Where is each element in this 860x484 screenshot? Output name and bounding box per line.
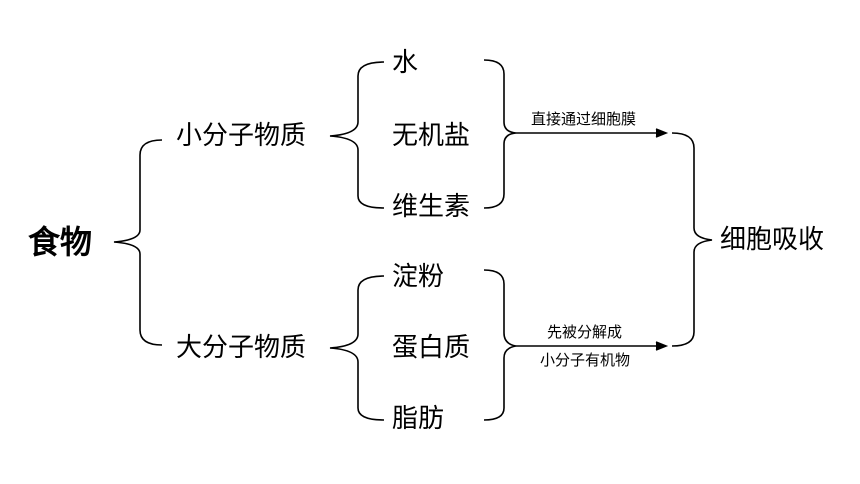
item-fat: 脂肪 bbox=[392, 404, 445, 434]
direct-pass-label: 直接通过细胞膜 bbox=[531, 110, 637, 128]
item-water: 水 bbox=[392, 48, 419, 78]
large-molecule-brace bbox=[329, 275, 385, 421]
top-arrow-head bbox=[655, 128, 669, 138]
item-vitamin: 维生素 bbox=[392, 192, 471, 222]
root-label: 食物 bbox=[28, 223, 93, 261]
item-inorganic-salt: 无机盐 bbox=[392, 121, 471, 151]
bottom-arrow-head bbox=[655, 341, 669, 351]
small-molecule-brace bbox=[329, 61, 385, 209]
large-molecule-label: 大分子物质 bbox=[176, 333, 307, 363]
item-protein: 蛋白质 bbox=[392, 333, 471, 363]
small-molecule-label: 小分子物质 bbox=[176, 121, 307, 151]
result-brace bbox=[671, 132, 713, 347]
item-starch: 淀粉 bbox=[392, 262, 445, 292]
root-brace bbox=[113, 139, 163, 346]
small-organic-label: 小分子有机物 bbox=[540, 351, 631, 369]
decompose-label: 先被分解成 bbox=[547, 323, 623, 341]
small-items-right-brace bbox=[483, 59, 517, 209]
large-items-right-brace bbox=[483, 269, 517, 421]
result-label: 细胞吸收 bbox=[720, 225, 825, 255]
